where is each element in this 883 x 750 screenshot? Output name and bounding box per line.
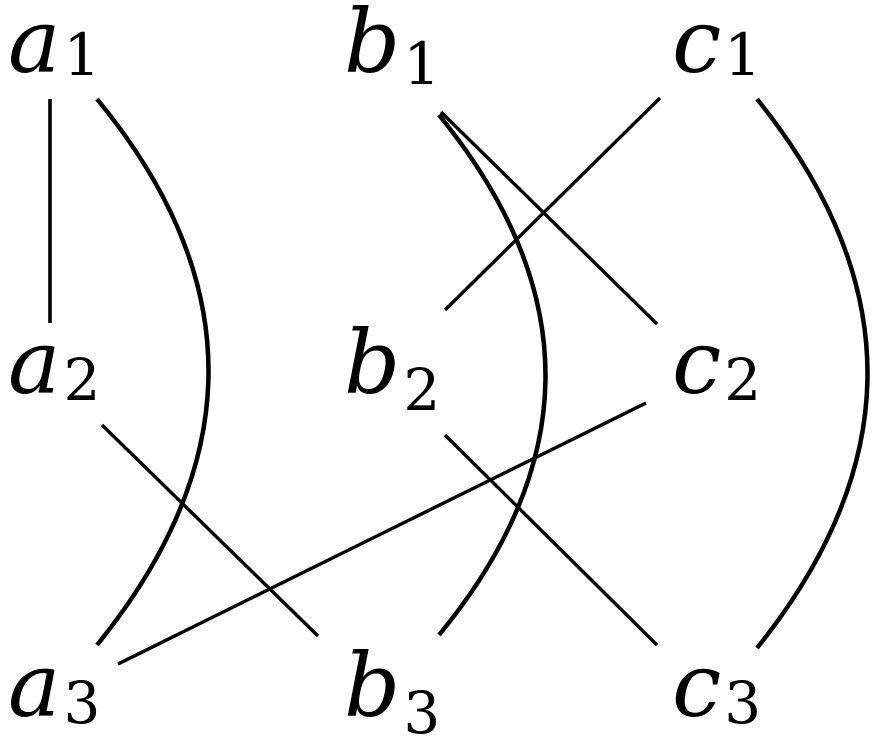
edge-b1-b3-arc (437, 113, 548, 637)
edge-c1-b2-line (443, 96, 662, 312)
edge-a1-a3-arc (95, 97, 211, 647)
edge-a3-c2-line (117, 401, 647, 666)
node-label-c1: c1 (672, 0, 761, 93)
node-label-c3: c3 (672, 634, 761, 737)
node-label-c2: c2 (672, 311, 761, 414)
edge-b2-c3-line (443, 433, 659, 647)
edges-layer (48, 96, 870, 666)
edge-a2-b3-line (100, 423, 320, 638)
node-label-a3: a3 (8, 634, 100, 737)
edge-c1-c3-arc (755, 97, 870, 650)
labels-layer: a1 b1 c1 a2 b2 c2 a3 b3 c3 (8, 0, 761, 747)
node-label-b2: b2 (344, 311, 440, 424)
node-label-a2: a2 (8, 311, 100, 414)
node-label-a1: a1 (8, 0, 100, 93)
node-label-b3: b3 (344, 634, 440, 747)
edge-b1-c2-line (439, 110, 659, 326)
node-label-b1: b1 (344, 0, 440, 98)
